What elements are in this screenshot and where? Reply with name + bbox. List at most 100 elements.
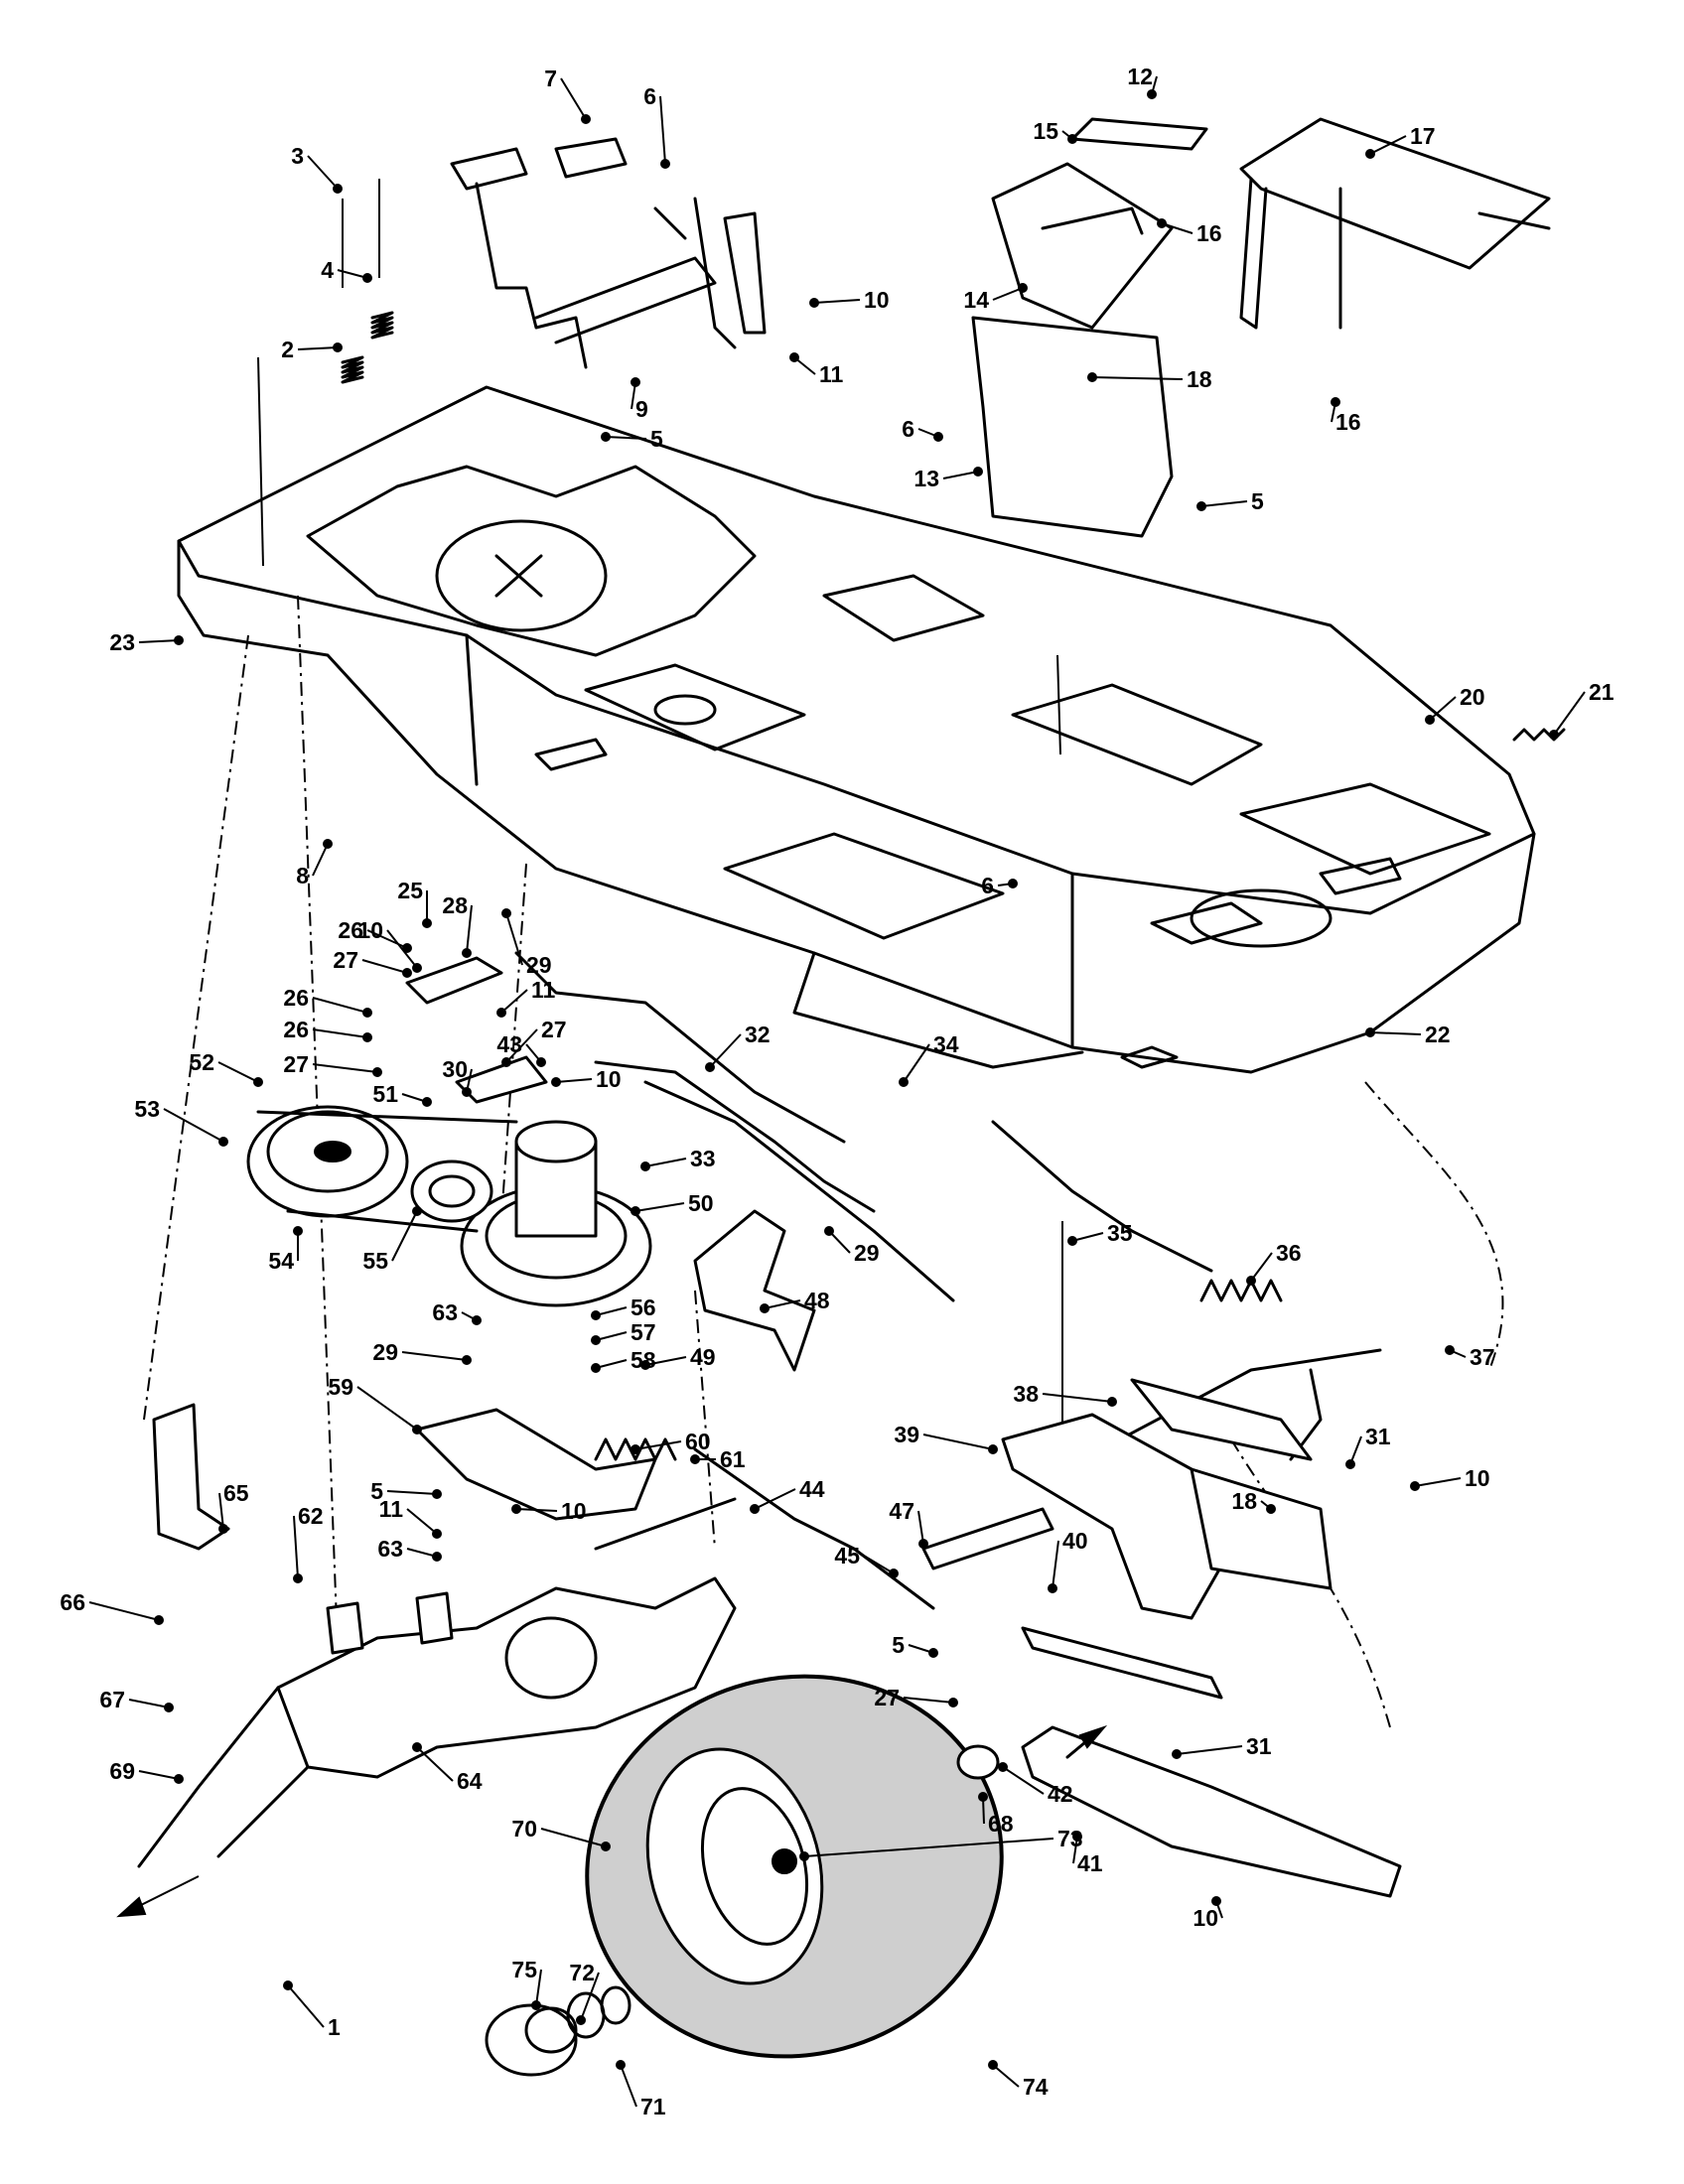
leader-line [138,639,180,643]
callout-11: 11 [496,977,556,1018]
callout-27: 27 [501,1017,567,1067]
leader-arrowhead [174,1774,184,1784]
leader-arrowhead [412,963,422,973]
leader-arrowhead [1345,1459,1355,1469]
callout-number: 20 [1460,684,1485,710]
leader-line [1349,1435,1362,1465]
leader-line [709,1033,742,1068]
callout-number: 10 [357,917,383,943]
leader-arrowhead [631,377,640,387]
callout-37: 37 [1445,1344,1495,1370]
callout-67: 67 [99,1687,174,1712]
callout-58: 58 [591,1347,656,1373]
callout-number: 32 [745,1022,771,1047]
leader-arrowhead [462,1355,472,1365]
callout-number: 61 [720,1446,746,1472]
leader-line [1091,376,1184,380]
callout-47: 47 [889,1498,928,1549]
leader-line [620,2064,637,2108]
callout-6: 6 [643,83,670,169]
callout-number: 10 [1465,1465,1490,1491]
leader-arrowhead [760,1303,770,1313]
leader-line [1369,1031,1422,1035]
leader-line [406,1508,438,1535]
leader-line [1200,500,1248,507]
callout-33: 33 [640,1146,716,1171]
callout-number: 5 [650,426,663,452]
leader-arrowhead [591,1310,601,1320]
callout-29: 29 [501,908,552,978]
leader-arrowhead [551,1077,561,1087]
leader-arrowhead [432,1489,442,1499]
callout-35: 35 [1067,1220,1133,1246]
leader-line [659,95,666,165]
callout-number: 68 [988,1811,1014,1837]
callout-21: 21 [1549,679,1614,740]
leader-arrowhead [889,1569,899,1578]
leader-arrowhead [402,943,412,953]
callout-number: 11 [531,977,556,1003]
callout-15: 15 [1033,118,1077,144]
leader-line [1002,1766,1045,1795]
leader-arrowhead [472,1315,482,1325]
callout-9: 9 [631,377,648,422]
callout-number: 63 [377,1536,403,1562]
callout-40: 40 [1048,1528,1088,1593]
leader-arrowhead [333,184,343,194]
leader-arrowhead [1549,730,1559,740]
callout-number: 42 [1048,1781,1073,1807]
leader-line [287,1984,325,2028]
leader-arrowhead [323,839,333,849]
transaxle [137,1403,737,1868]
callout-number: 54 [268,1248,294,1274]
leader-arrowhead [1008,879,1018,888]
callout-number: 60 [685,1429,711,1454]
callout-61: 61 [690,1446,746,1472]
callout-number: 63 [432,1299,458,1325]
callout-3: 3 [291,143,343,194]
callout-52: 52 [189,1049,263,1087]
leader-line [307,155,339,190]
leader-arrowhead [253,1077,263,1087]
brake-assembly [921,1378,1402,1898]
leader-arrowhead [154,1615,164,1625]
callout-53: 53 [134,1096,228,1147]
leader-line [1429,696,1457,721]
callout-number: 43 [496,1031,522,1057]
callout-number: 50 [688,1190,714,1216]
leader-arrowhead [333,342,343,352]
callout-71: 71 [616,2060,666,2119]
callout-number: 72 [569,1960,595,1985]
callout-number: 47 [889,1498,914,1524]
callout-30: 30 [442,1056,473,1097]
leader-line [535,1969,542,2006]
leader-arrowhead [1410,1481,1420,1491]
callout-number: 25 [397,878,423,903]
leader-arrowhead [1018,283,1028,293]
callout-number: 73 [1057,1826,1083,1851]
leader-arrowhead [640,1360,650,1370]
leader-line [416,1746,454,1782]
leader-arrowhead [824,1226,834,1236]
leader-arrowhead [462,948,472,958]
callout-36: 36 [1246,1240,1302,1286]
callout-number: 16 [1196,220,1222,246]
callout-27: 27 [333,947,412,978]
chassis-frame [177,385,1536,1074]
callout-29: 29 [824,1226,880,1266]
callout-number: 58 [631,1347,656,1373]
leader-line [500,989,528,1014]
leader-line [293,1515,299,1579]
callout-number: 15 [1033,118,1058,144]
callout-number: 49 [690,1344,716,1370]
leader-arrowhead [988,2060,998,2070]
callout-number: 31 [1246,1733,1272,1759]
leader-line [1369,135,1407,155]
leader-line [917,1510,924,1545]
callout-number: 56 [631,1295,656,1320]
leader-arrowhead [218,1524,228,1534]
callout-number: 57 [631,1319,656,1345]
leader-arrowhead [422,1097,432,1107]
leader-line [312,1063,378,1073]
